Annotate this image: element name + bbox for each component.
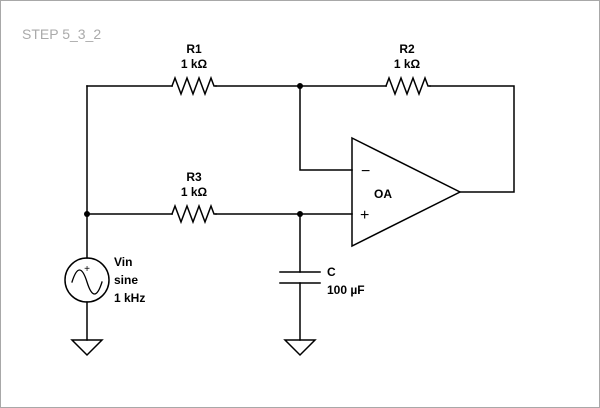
step-label: STEP 5_3_2 <box>22 26 101 42</box>
opamp-minus-sign: − <box>361 163 370 180</box>
r2-name: R2 <box>399 42 415 56</box>
vin-type: sine <box>114 273 138 287</box>
resistor-r1: R1 1 kΩ <box>171 42 217 97</box>
r1-name: R1 <box>186 42 202 56</box>
cap-name: C <box>327 265 336 279</box>
wires <box>86 85 515 341</box>
ground-icon <box>283 339 317 357</box>
r3-value: 1 kΩ <box>181 185 208 199</box>
svg-text:+: + <box>84 264 90 275</box>
vin-freq: 1 kHz <box>114 291 145 305</box>
junction-cap <box>297 211 303 217</box>
opamp-plus-sign: + <box>360 207 369 224</box>
wire-inverting-input <box>299 85 353 171</box>
cap-value: 100 µF <box>327 283 365 297</box>
junction-top <box>297 83 303 89</box>
r2-value: 1 kΩ <box>394 57 421 71</box>
r3-name: R3 <box>186 170 202 184</box>
opamp-name: OA <box>374 187 392 201</box>
resistor-r2: R2 1 kΩ <box>385 42 431 97</box>
sine-source-icon <box>64 257 110 303</box>
capacitor-c: C 100 µF <box>279 265 365 297</box>
vin-name: Vin <box>114 255 132 269</box>
wire-feedback-output <box>429 85 515 193</box>
resistor-r3: R3 1 kΩ <box>171 170 217 225</box>
opamp-oa: − + OA <box>351 136 462 248</box>
r1-value: 1 kΩ <box>181 57 208 71</box>
junction-left <box>84 211 90 217</box>
voltage-source-vin: + Vin sine 1 kHz <box>64 255 145 305</box>
ground-icon <box>70 339 104 357</box>
